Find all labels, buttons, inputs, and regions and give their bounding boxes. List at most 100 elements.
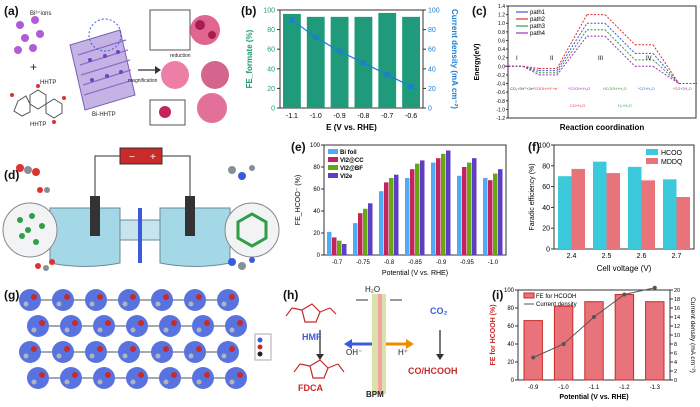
lattice-atom: [56, 353, 62, 359]
current-density-point: [652, 285, 657, 290]
plot-frame: [279, 9, 424, 109]
legend-label: path4: [530, 31, 546, 37]
lattice-atom: [97, 294, 103, 300]
cathode-chamber: [49, 207, 121, 267]
h2o-label: H₂O: [365, 285, 381, 294]
fe-bar: [584, 301, 604, 381]
lattice-atom: [97, 346, 103, 352]
bi-ion-dots: [14, 16, 44, 54]
lattice-atom: [196, 327, 202, 333]
bar: [379, 191, 384, 255]
anode-zoom-circle: [224, 202, 280, 258]
bar: [405, 178, 410, 255]
y-tick-label: 0: [271, 106, 275, 113]
co2-label: CO₂: [430, 306, 448, 316]
lattice-atom: [39, 372, 45, 378]
x-axis-label: Potential (V vs. RHE): [559, 394, 628, 401]
y-tick-label: -1.2: [496, 116, 505, 122]
current-density-point: [561, 342, 566, 346]
x-axis-label: E (V vs. RHE): [326, 123, 377, 132]
reaction-annotation: HCOOH+H₂O: [603, 87, 627, 91]
fe-bar: [645, 301, 665, 381]
y-tick-label: 20: [313, 231, 320, 237]
lattice-atom: [204, 320, 210, 326]
lattice-atom: [72, 320, 78, 326]
energy-path-line: [505, 35, 697, 85]
hhtp-top-label: HHTP: [40, 80, 57, 86]
lattice-atom: [23, 301, 29, 307]
lattice-atom: [31, 294, 37, 300]
y-tick-label: 1.0: [498, 21, 505, 27]
bar: [327, 231, 332, 255]
svg-text:+: +: [150, 152, 156, 163]
fe-bar: [614, 294, 635, 381]
anode-electrode: [185, 196, 195, 236]
y-tick-label: 0: [546, 247, 550, 254]
lattice-atom: [188, 301, 194, 307]
bar: [436, 158, 441, 255]
lattice-node: [225, 315, 247, 337]
lattice-atom: [188, 353, 194, 359]
bar: [353, 223, 358, 255]
bar: [457, 175, 462, 255]
y-tick-label: 0.4: [498, 47, 505, 53]
lattice-node: [192, 367, 214, 389]
x-tick-label: -1.0: [310, 113, 322, 120]
x-tick-label: -1.1: [286, 113, 298, 120]
stage-label: I: [516, 56, 518, 62]
bi-hhtp-label: Bi-HHTP: [92, 112, 116, 118]
y2-tick-label: 0: [428, 106, 432, 113]
plot-frame: [507, 5, 697, 119]
panel-b-chart: -1.1-1.0-0.9-0.8-0.7-0.60204060801000204…: [245, 8, 459, 133]
key-swatch: [257, 351, 263, 357]
lattice-node: [192, 315, 214, 337]
current-density-point: [289, 17, 295, 23]
y-axis-label: Energy(eV): [474, 44, 481, 81]
lattice-atom: [229, 379, 235, 385]
lattice-atom: [130, 346, 136, 352]
bar: [410, 169, 415, 255]
fe-bar: [330, 16, 349, 108]
bar: [415, 163, 420, 255]
bar: [663, 179, 677, 249]
bar: [368, 203, 373, 255]
lattice-atom: [64, 346, 70, 352]
y-tick-label: 20: [507, 360, 514, 366]
y-tick-label: 0.0: [498, 64, 505, 70]
y-tick-label: 60: [542, 184, 550, 191]
bar: [498, 169, 503, 255]
lattice-atom: [229, 327, 235, 333]
stage-label: II: [550, 56, 554, 62]
lattice-atom: [204, 372, 210, 378]
lattice-node: [126, 315, 148, 337]
panel-c-chart: 1.41.21.00.80.60.40.20.0-0.2-0.4-0.6-0.8…: [474, 4, 697, 132]
x-tick-label: -0.7: [332, 260, 343, 266]
y-tick-label: 20: [267, 86, 275, 93]
fdca-label: FDCA: [298, 383, 323, 393]
x-tick-label: -1.1: [589, 385, 600, 391]
lattice-node: [85, 341, 107, 363]
stage-label: IV: [646, 56, 652, 62]
x-tick-label: -0.9: [334, 113, 346, 120]
y2-tick-label: 80: [428, 27, 436, 34]
nanostructure-top: [149, 9, 220, 51]
current-density-point: [408, 83, 414, 89]
lattice-node: [159, 367, 181, 389]
bar: [358, 213, 363, 255]
panel-a: Bi³⁺ions HHTP + HHTP Bi-HHTP magnificati…: [0, 0, 235, 135]
lattice-atom: [163, 294, 169, 300]
y-tick-label: 100: [538, 143, 550, 150]
y-tick-label: -0.8: [496, 99, 505, 105]
legend-label: path3: [530, 24, 546, 30]
y-axis-label: FE_formate (%): [245, 29, 254, 88]
panel-i-chart: -0.9-1.0-1.1-1.2-1.302040608010002468101…: [490, 285, 696, 401]
lattice-node: [27, 315, 49, 337]
panel-h-label: (h): [283, 288, 299, 302]
lattice-node: [93, 315, 115, 337]
bar: [641, 180, 655, 249]
electrolysis-cell-illustration: −+: [2, 147, 280, 271]
x-tick-label: -0.75: [356, 260, 370, 266]
